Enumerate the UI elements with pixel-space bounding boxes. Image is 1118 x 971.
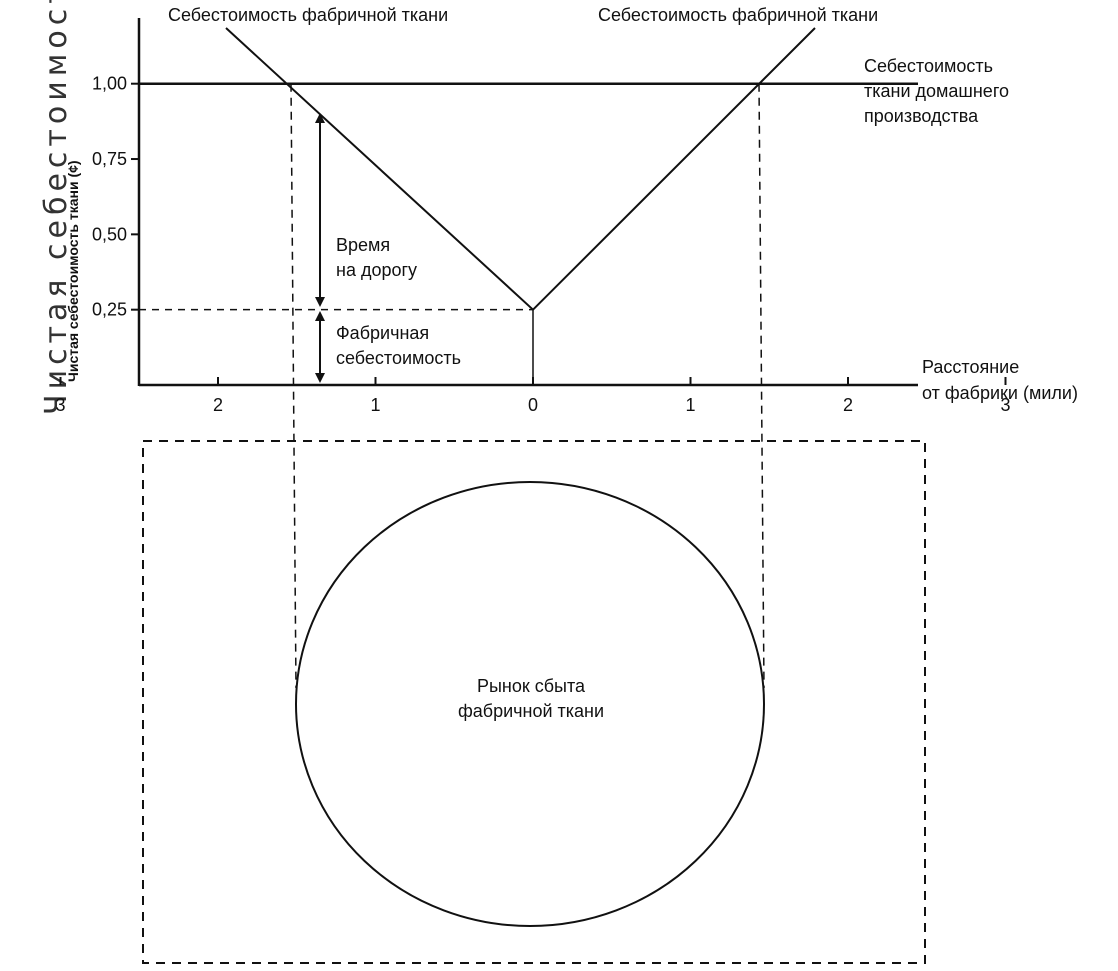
x-tick-label: 2 xyxy=(213,395,223,415)
factory-price-arrow xyxy=(315,311,325,383)
factory-price-label-line1: Фабричная xyxy=(336,323,429,343)
travel-time-label-line2: на дорогу xyxy=(336,260,417,280)
x-tick-label: 3 xyxy=(55,395,65,415)
y-ticks: 0,25 0,50 0,75 1,00 xyxy=(92,74,139,320)
handwritten-y-label: Чистая себестоимость xyxy=(39,0,74,415)
region-boundary-dashed xyxy=(142,440,926,964)
y-axis-label: Чистая себестоимость ткани (¢) xyxy=(65,160,81,382)
x-tick-label: 0 xyxy=(528,395,538,415)
home-cost-label-line1: Себестоимость xyxy=(864,56,993,76)
home-cost-label-line3: производства xyxy=(864,106,979,126)
market-label-line2: фабричной ткани xyxy=(458,701,604,721)
market-label-line1: Рынок сбыта xyxy=(477,676,586,696)
factory-price-label-line2: себестоимость xyxy=(336,348,461,368)
x-axis-label-line1: Расстояние xyxy=(922,357,1019,377)
break-even-projection-left xyxy=(290,83,297,689)
market-area-circle xyxy=(295,481,765,927)
x-tick-label: 3 xyxy=(1000,395,1010,415)
y-tick-label: 0,75 xyxy=(92,149,127,169)
y-tick-label: 1,00 xyxy=(92,74,127,94)
x-tick-label: 1 xyxy=(685,395,695,415)
y-tick-label: 0,50 xyxy=(92,224,127,244)
x-axis-label-line2: от фабрики (мили) xyxy=(922,383,1078,403)
break-even-projection-right xyxy=(758,83,765,689)
home-cost-label-line2: ткани домашнего xyxy=(864,81,1009,101)
travel-time-label-line1: Время xyxy=(336,235,390,255)
factory-cost-line xyxy=(225,27,816,312)
factory-cost-label-left: Себестоимость фабричной ткани xyxy=(168,5,448,25)
x-tick-label: 1 xyxy=(370,395,380,415)
y-tick-label: 0,25 xyxy=(92,300,127,320)
travel-time-arrow xyxy=(315,113,325,307)
x-tick-label: 2 xyxy=(843,395,853,415)
factory-cost-label-right: Себестоимость фабричной ткани xyxy=(598,5,878,25)
